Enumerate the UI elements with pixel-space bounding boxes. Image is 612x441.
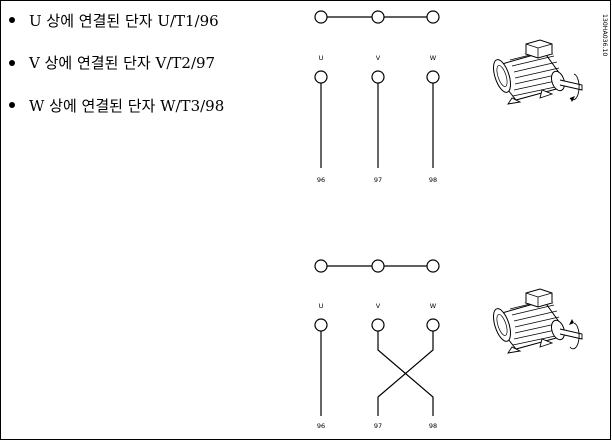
- bottom-terminal-w: [426, 318, 440, 332]
- document-id: 130HA036.10: [601, 14, 608, 56]
- bullet-dot-icon: [9, 59, 15, 66]
- bottom-terminal-label-98: 98: [429, 422, 437, 430]
- top-terminal-label-96: 96: [317, 176, 325, 184]
- bottom-phase-label-u: U: [319, 302, 324, 310]
- top-phase-label-v: V: [376, 54, 381, 62]
- bottom-terminal-label-97: 97: [374, 422, 382, 430]
- top-phase-label-w: W: [430, 54, 437, 62]
- bottom-terminal-v: [371, 318, 385, 332]
- bottom-supply-terminal-v: [371, 259, 385, 273]
- bullet-item-w: W 상에 연결된 단자 W/T3/98: [6, 95, 224, 115]
- motor-icon: [489, 39, 583, 105]
- top-terminal-w: [426, 70, 440, 84]
- top-terminal-label-98: 98: [429, 176, 437, 184]
- bottom-terminal-u: [314, 318, 328, 332]
- terminal-bullet-list: U 상에 연결된 단자 U/T1/96 V 상에 연결된 단자 V/T2/97 …: [6, 10, 224, 138]
- motor-icon: [489, 288, 583, 354]
- top-terminal-u: [314, 70, 328, 84]
- top-supply-terminal-w: [426, 10, 440, 24]
- bullet-item-v: V 상에 연결된 단자 V/T2/97: [6, 53, 224, 73]
- top-terminal-v: [371, 70, 385, 84]
- bottom-phase-label-v: V: [376, 302, 381, 310]
- bottom-phase-label-w: W: [430, 302, 437, 310]
- bullet-text-v: V 상에 연결된 단자 V/T2/97: [29, 54, 216, 72]
- bullet-item-u: U 상에 연결된 단자 U/T1/96: [6, 10, 224, 30]
- bottom-supply-terminal-w: [426, 259, 440, 273]
- bottom-wire-w-crossed: [377, 331, 434, 416]
- bullet-dot-icon: [9, 17, 15, 23]
- top-supply-terminal-v: [371, 10, 385, 24]
- bullet-dot-icon: [9, 102, 15, 108]
- bottom-supply-terminal-u: [314, 259, 328, 273]
- bullet-text-u: U 상에 연결된 단자 U/T1/96: [29, 11, 219, 30]
- top-phase-label-u: U: [319, 54, 324, 62]
- bullet-text-w: W 상에 연결된 단자 W/T3/98: [29, 96, 225, 115]
- top-supply-terminal-u: [314, 10, 328, 24]
- bottom-wiring-diagram: U V W 96 97 98: [314, 259, 583, 430]
- top-terminal-label-97: 97: [374, 176, 382, 184]
- bottom-terminal-label-96: 96: [317, 422, 325, 430]
- top-wiring-diagram: U V W 96 97 98: [314, 10, 583, 184]
